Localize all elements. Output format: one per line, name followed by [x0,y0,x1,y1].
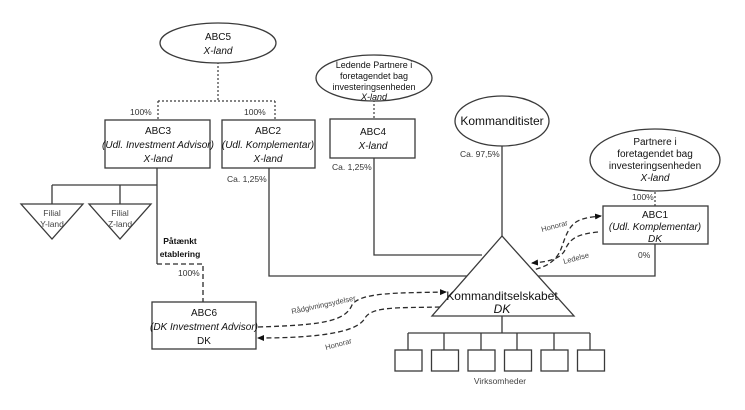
abc3-role: (Udl. Investment Advisor) [102,140,214,151]
leading-partners-country: X-land [360,92,388,102]
filial-z-line1: Filial [111,208,129,218]
abc1-node: ABC1 (Udl. Komplementar) DK [602,205,709,245]
abc3-country: X-land [143,154,173,165]
abc6-node: ABC6 (DK Investment Advisor) DK [150,301,258,350]
partners-line1: Partnere i [633,137,676,148]
filial-z-line2: Z-land [108,219,132,229]
leading-partners-node: Ledende Partnere i foretagendet bag inve… [315,54,433,102]
kommanditister-ks-pct: Ca. 97,5% [460,149,500,159]
abc2-name: ABC2 [255,126,282,137]
ledelse-flow-to-ks [531,231,599,266]
abc6-country: DK [197,336,211,347]
filial-y-line1: Filial [43,208,61,218]
business-box [540,349,569,372]
abc2-ks-pct: Ca. 1,25% [227,174,267,184]
honorar-to-abc6-label: Honorar [324,336,353,352]
abc6-role: (DK Investment Advisor) [150,322,258,333]
business-box [394,349,423,372]
abc5-name: ABC5 [205,32,232,43]
abc3-ownership-pct: 100% [130,107,152,117]
abc6-ownership-pct: 100% [178,268,200,278]
abc6-name: ABC6 [191,308,218,319]
advisory-flow-to-ks [257,289,447,328]
abc4-country: X-land [358,141,388,152]
kommanditselskabet-node: Kommanditselskabet DK [430,235,576,317]
abc4-ks-pct: Ca. 1,25% [332,162,372,172]
abc3-node: ABC3 (Udl. Investment Advisor) X-land [102,119,214,169]
kommanditister-node: Kommanditister [454,95,550,147]
partners-node: Partnere i foretagendet bag investerings… [589,128,721,192]
abc1-name: ABC1 [642,210,669,221]
abc3-name: ABC3 [145,126,172,137]
abc5-country: X-land [203,46,233,57]
abc2-node: ABC2 (Udl. Komplementar) X-land [221,119,316,169]
abc4-node: ABC4 X-land [329,118,416,159]
planned-establishment-line2: etablering [160,249,201,259]
leading-partners-line3: investeringsenheden [332,82,415,92]
ks-businesses-connector [407,316,591,350]
ks-name: Kommanditselskabet [446,289,558,303]
honorar-flow-to-abc6 [257,306,441,341]
ks-country: DK [494,302,512,316]
partners-country: X-land [640,173,670,184]
abc1-country: DK [648,234,663,245]
business-box [430,349,460,372]
filial-y-line2: Y-land [40,219,64,229]
abc4-ks-connector [373,158,482,256]
partners-line2: foretagendet bag [617,149,693,160]
leading-partners-line2: foretagendet bag [340,71,408,81]
abc2-ks-connector [268,168,467,277]
abc4-name: ABC4 [360,127,387,138]
partners-line3: investeringsenheden [609,161,701,172]
filial-z-node: Filial Z-land [87,203,153,240]
abc3-branch-connector [51,168,158,264]
business-box [467,349,496,372]
leading-partners-line1: Ledende Partnere i [336,60,413,70]
planned-establishment-line1: Påtænkt [163,236,197,246]
abc5-node: ABC5 X-land [159,22,277,64]
business-box [503,349,533,372]
businesses-group [394,349,606,372]
abc2-ownership-pct: 100% [244,107,266,117]
abc1-ownership-pct: 100% [632,192,654,202]
business-box [576,349,606,372]
ledelse-label: Ledelse [562,250,590,265]
abc1-role: (Udl. Komplementar) [609,222,701,233]
kommanditister-name: Kommanditister [460,114,543,128]
honorar-flow-to-abc1 [519,213,602,273]
filial-y-node: Filial Y-land [19,203,85,240]
abc2-country: X-land [253,154,283,165]
abc2-role: (Udl. Komplementar) [222,140,314,151]
abc1-ks-connector [537,244,656,277]
honorar-to-abc1-label: Honorar [540,218,569,234]
abc1-ks-pct: 0% [638,250,651,260]
businesses-label: Virksomheder [474,376,526,386]
